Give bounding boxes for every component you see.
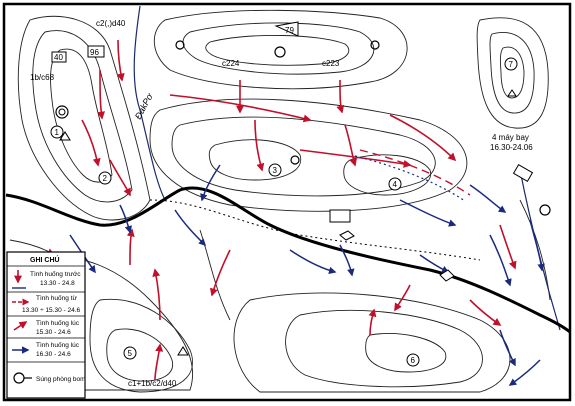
hill-3-label: 3 [273, 166, 278, 175]
position-label-c223: c223 [322, 59, 340, 68]
legend-item-5-line1: Súng phòng bom [36, 376, 86, 383]
hill-numbers: 1 2 3 4 5 6 7 [50, 57, 518, 367]
hill-7-label: 7 [509, 60, 514, 69]
hill-1-label: 1 [55, 128, 60, 137]
flag-label-79: 79 [285, 26, 294, 35]
contour-lines [9, 9, 551, 393]
legend: GHI CHÚ Tình huống trước 13.30 - 24.8 Tì… [6, 251, 86, 399]
hill-2-label: 2 [103, 174, 108, 183]
bottom-unit-label: c1+1b/c2/d40 [128, 379, 177, 388]
red-movement-arrows [47, 39, 517, 381]
main-road [5, 186, 571, 334]
box-label-96: 96 [90, 48, 99, 57]
legend-item-3-line1: Tình huống lúc [36, 318, 80, 327]
hill-6-label: 6 [411, 356, 416, 365]
plane-label: 4 máy bay [492, 133, 529, 142]
legend-item-3-line2: 15.30 - 24.6 [36, 329, 71, 336]
plane-time-label: 16.30-24.06 [490, 143, 533, 152]
unit-label-c2d40: c2(,)d40 [96, 19, 126, 28]
river [133, 5, 166, 201]
legend-item-1-line2: 13.30 - 24.8 [40, 280, 75, 287]
position-label-c224: c224 [222, 59, 240, 68]
legend-item-4-line2: 16.30 - 24.6 [36, 351, 71, 358]
hill-5-label: 5 [128, 349, 133, 358]
legend-title: GHI CHÚ [30, 255, 60, 264]
map-frame [2, 2, 572, 402]
unit-markers [51, 21, 551, 356]
blue-movement-arrows [69, 164, 545, 386]
legend-item-1-line1: Tình huống trước [30, 269, 81, 278]
unit-label-1bc68: 1b/c68 [30, 73, 55, 82]
legend-item-2-line1: Tình huống từ [36, 293, 77, 302]
legend-item-4-line1: Tình huống lúc [36, 340, 80, 349]
hill-4-label: 4 [393, 180, 398, 189]
legend-item-2-line2: 13.30 ÷ 15.30 - 24.6 [22, 307, 81, 314]
box-label-40: 40 [54, 53, 63, 62]
